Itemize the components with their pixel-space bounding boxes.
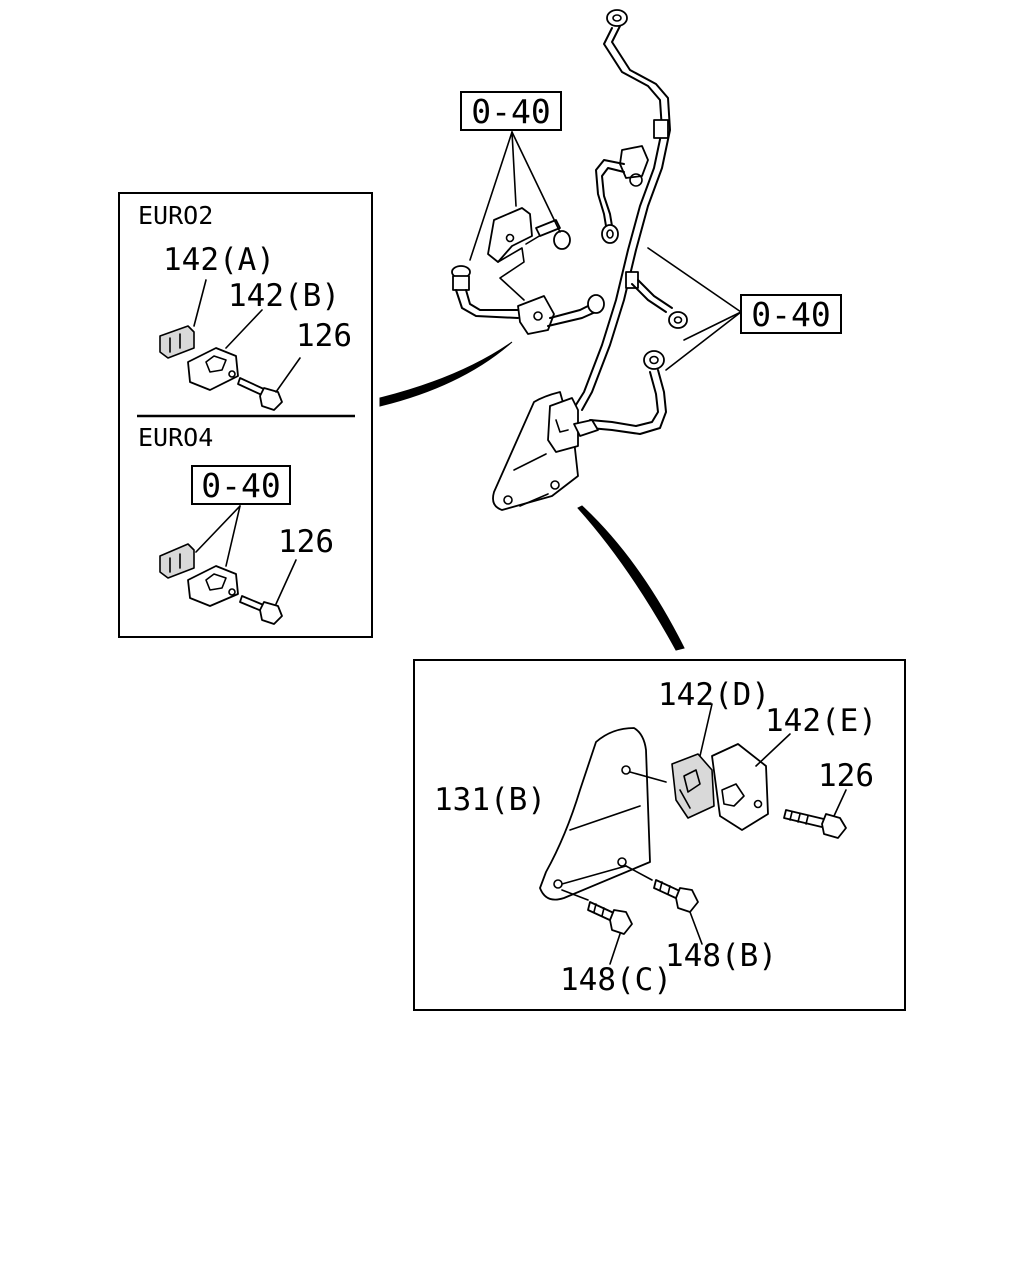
euro4-clip-parts bbox=[159, 505, 297, 625]
leader-lines-right bbox=[647, 247, 742, 371]
inset-bracket-detail: 142(D) 142(E) 126 131(B) 148(B) 148(C) bbox=[413, 659, 906, 1011]
euro4-label: EURO4 bbox=[138, 423, 213, 452]
euro2-clip-parts bbox=[159, 279, 301, 411]
callout-148c[interactable]: 148(C) bbox=[560, 962, 672, 998]
callout-142d[interactable]: 142(D) bbox=[658, 677, 770, 713]
branch-pipe-middle bbox=[631, 279, 688, 329]
euro4-ref-box[interactable]: 0-40 bbox=[191, 465, 291, 505]
branch-pipe-lower bbox=[589, 350, 667, 435]
bracket-plate bbox=[492, 391, 599, 511]
main-assembly: 0-40 0-40 bbox=[379, 9, 842, 651]
ref-box-right[interactable]: 0-40 bbox=[740, 294, 842, 334]
inset-euro-variants: EURO2 142(A) 142(B) 126 EURO4 0-40 126 bbox=[118, 192, 373, 638]
clip-142e bbox=[711, 733, 791, 831]
callout-148b[interactable]: 148(B) bbox=[665, 938, 777, 974]
pointer-to-bottom-inset bbox=[577, 505, 685, 651]
pointer-to-top-inset bbox=[379, 341, 513, 407]
callout-142a[interactable]: 142(A) bbox=[163, 242, 275, 278]
bracket-plate-detail bbox=[539, 727, 667, 901]
clip-142d bbox=[671, 703, 715, 819]
ref-box-top-label: 0-40 bbox=[471, 92, 550, 131]
callout-131b[interactable]: 131(B) bbox=[434, 782, 546, 818]
callout-126-euro2[interactable]: 126 bbox=[296, 318, 352, 354]
leader-lines-top bbox=[469, 131, 561, 261]
bolt-126-bottom bbox=[783, 789, 847, 839]
callout-142b[interactable]: 142(B) bbox=[228, 278, 340, 314]
pipe-stub-assembly bbox=[451, 207, 605, 335]
ref-box-top[interactable]: 0-40 bbox=[460, 91, 562, 131]
fuel-pipe bbox=[573, 9, 671, 411]
callout-142e[interactable]: 142(E) bbox=[765, 703, 877, 739]
bolt-148b bbox=[653, 879, 703, 945]
euro4-ref-box-label: 0-40 bbox=[201, 466, 280, 505]
branch-pipe-upper bbox=[595, 145, 649, 244]
euro2-label: EURO2 bbox=[138, 201, 213, 230]
bolt-148c bbox=[587, 901, 633, 965]
ref-box-right-label: 0-40 bbox=[751, 295, 830, 334]
callout-126-bottom[interactable]: 126 bbox=[818, 758, 874, 794]
callout-126-euro4[interactable]: 126 bbox=[278, 524, 334, 560]
